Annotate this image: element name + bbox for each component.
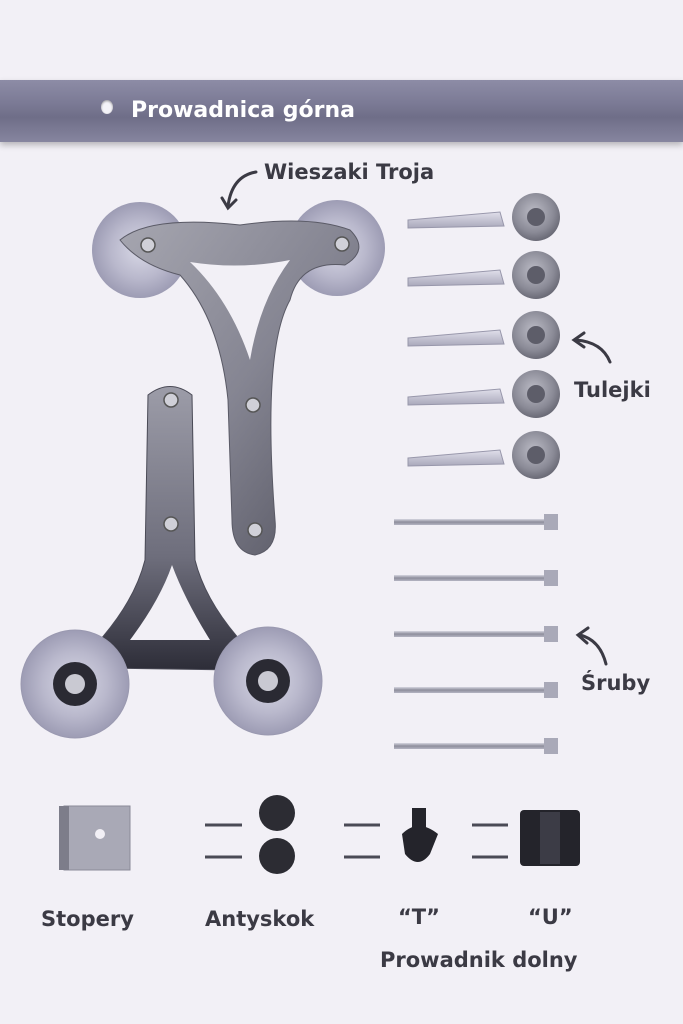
rail-hole: [101, 100, 113, 114]
guide-t-label: “T”: [398, 905, 440, 929]
guide-t-set: [344, 808, 438, 862]
guide-u-set: [472, 810, 580, 866]
arrow-bushings-icon: [574, 338, 612, 364]
top-rail: [0, 80, 683, 142]
arrow-screws-icon: [578, 633, 608, 666]
rail-label: Prowadnica górna: [131, 98, 355, 123]
arrow-hangers-head-icon: [220, 196, 238, 211]
anti-jump-set: [205, 795, 295, 874]
lower-hanger: [20, 386, 323, 739]
arrow-screws-head-icon: [575, 626, 590, 645]
upper-hanger: [92, 200, 385, 556]
screws: [394, 514, 558, 754]
bottom-guide-label: Prowadnik dolny: [380, 948, 578, 972]
guide-u-label: “U”: [528, 905, 573, 929]
stoppers-label: Stopery: [41, 907, 134, 931]
hangers-label: Wieszaki Troja: [264, 160, 435, 184]
bushings-label: Tulejki: [574, 378, 651, 402]
bushings: [407, 193, 560, 479]
stopper-plate: [59, 805, 131, 871]
arrow-bushings-head-icon: [571, 331, 586, 349]
antijump-label: Antyskok: [205, 907, 315, 931]
screws-label: Śruby: [581, 671, 651, 695]
arrow-hangers-icon: [226, 170, 258, 208]
